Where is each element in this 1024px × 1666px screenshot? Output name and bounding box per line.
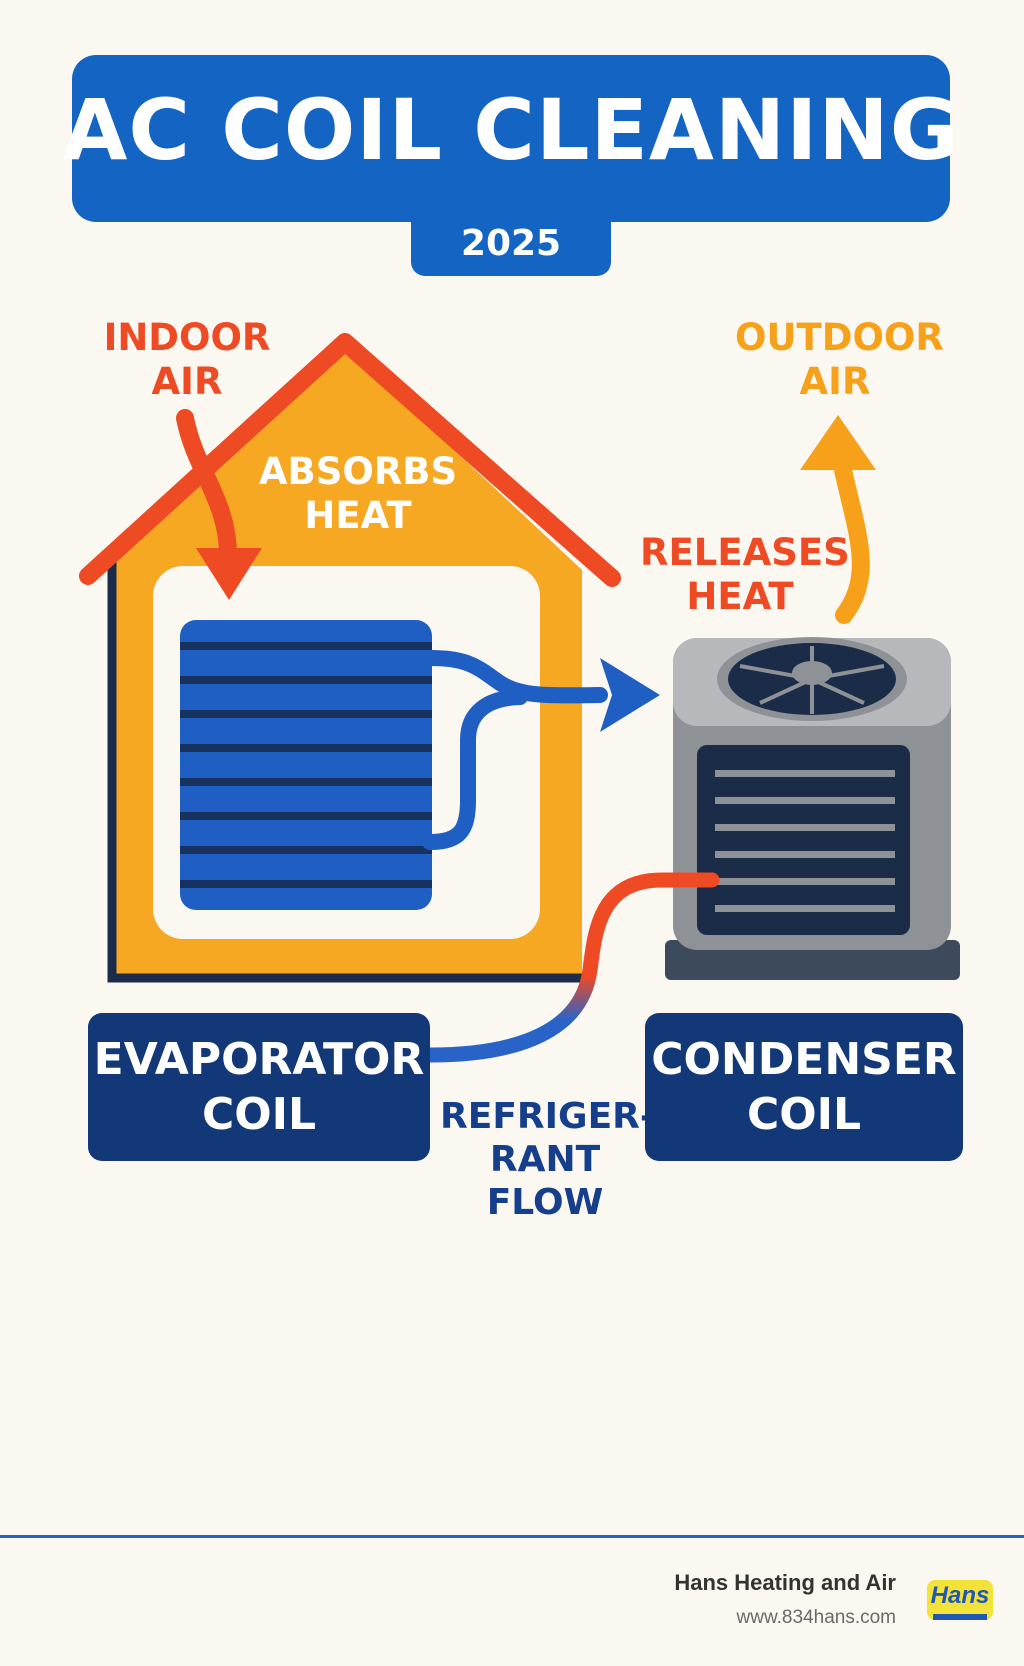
flow-arrow-icon [422, 650, 660, 850]
company-name: Hans Heating and Air [674, 1570, 896, 1595]
footer-divider [0, 1535, 1024, 1538]
logo-text: Hans [930, 1582, 990, 1609]
page-title: AC COIL CLEANING [62, 81, 960, 179]
company-url: www.834hans.com [736, 1607, 896, 1628]
evaporator-coil-icon [180, 620, 432, 910]
indoor-air-arrow-icon [176, 409, 262, 600]
fan-icon [717, 637, 907, 721]
title-banner: AC COIL CLEANING [62, 55, 959, 222]
hans-logo: Hans [925, 1576, 995, 1628]
year-badge: 2025 [411, 210, 611, 276]
outdoor-air-arrow-icon [800, 415, 876, 624]
refrigerant-line-icon [422, 872, 720, 1063]
logo-shape [927, 1580, 993, 1620]
